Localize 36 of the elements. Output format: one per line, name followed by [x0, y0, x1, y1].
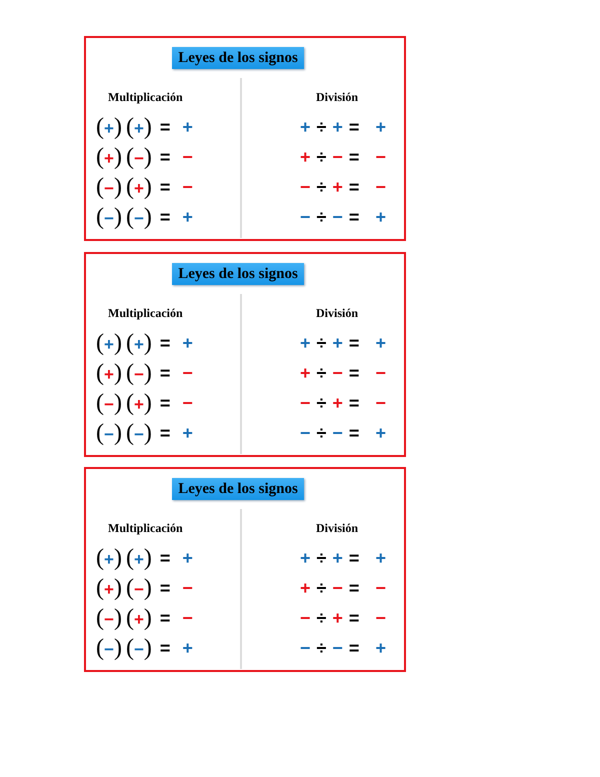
equation: (−) (−) = +: [96, 634, 193, 663]
equation: (−) (−) = +: [96, 419, 193, 448]
equation: − ÷ − = +: [300, 206, 386, 229]
equation: (+) (−) = −: [96, 574, 193, 603]
equation: (−) (+) = −: [96, 604, 193, 633]
equation: − ÷ − = +: [300, 637, 386, 660]
equation: (+) (+) = +: [96, 329, 193, 358]
column-heading: Multiplicación: [108, 520, 183, 537]
column-heading: Multiplicación: [108, 305, 183, 322]
title-banner: Leyes de los signos: [172, 263, 304, 285]
equation: − ÷ + = −: [300, 392, 386, 415]
card-frame: [84, 252, 406, 457]
column-heading: Multiplicación: [108, 89, 183, 106]
equation: + ÷ + = +: [300, 116, 386, 139]
equation: (−) (+) = −: [96, 389, 193, 418]
card-frame: [84, 36, 406, 241]
column-heading: División: [316, 305, 358, 322]
title-banner: Leyes de los signos: [172, 47, 304, 69]
equation: (+) (+) = +: [96, 544, 193, 573]
equation: + ÷ + = +: [300, 547, 386, 570]
equation: (+) (−) = −: [96, 143, 193, 172]
column-heading: División: [316, 89, 358, 106]
equation: (+) (+) = +: [96, 113, 193, 142]
equation: (−) (+) = −: [96, 173, 193, 202]
equation: (+) (−) = −: [96, 359, 193, 388]
equation: + ÷ − = −: [300, 146, 386, 169]
column-heading: División: [316, 520, 358, 537]
equation: + ÷ + = +: [300, 332, 386, 355]
equation: + ÷ − = −: [300, 577, 386, 600]
equation: − ÷ + = −: [300, 607, 386, 630]
equation: (−) (−) = +: [96, 203, 193, 232]
title-banner: Leyes de los signos: [172, 478, 304, 500]
equation: − ÷ − = +: [300, 422, 386, 445]
equation: − ÷ + = −: [300, 176, 386, 199]
card-frame: [84, 467, 406, 672]
equation: + ÷ − = −: [300, 362, 386, 385]
